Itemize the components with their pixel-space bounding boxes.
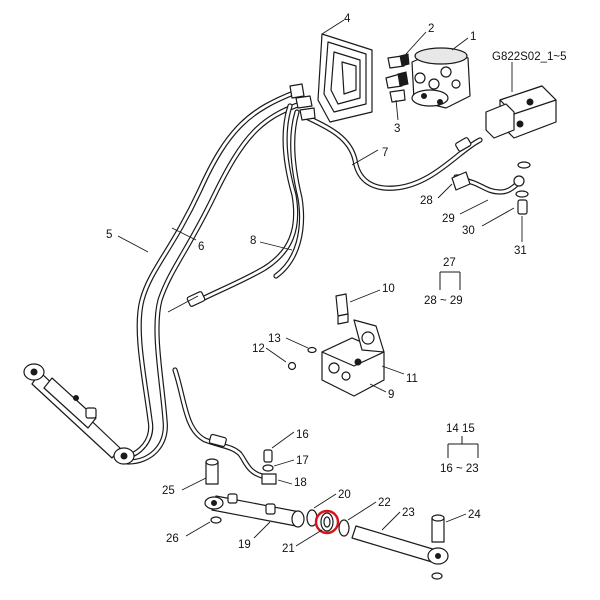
group-27-parent: 27 xyxy=(443,257,456,269)
hose-8[interactable] xyxy=(193,103,299,305)
part-4-mounting-plate[interactable] xyxy=(317,33,373,123)
callout-6: 6 xyxy=(198,241,204,253)
group-27-range: 28 ~ 29 xyxy=(424,295,463,307)
part-21-seal[interactable] xyxy=(320,512,334,532)
part-24-grease-fitting[interactable] xyxy=(431,514,445,543)
part-23-piston-rod[interactable] xyxy=(351,525,449,580)
part-28-adapter[interactable] xyxy=(451,171,471,191)
part-9-pump[interactable] xyxy=(321,337,385,397)
callout-22: 22 xyxy=(378,497,391,509)
part-12-plug[interactable] xyxy=(287,361,297,371)
part-26-washer[interactable] xyxy=(210,516,222,524)
part-16-bolt[interactable] xyxy=(263,449,273,463)
callout-21: 21 xyxy=(282,543,295,555)
part-19-cylinder-tube[interactable] xyxy=(204,493,305,528)
callout-30: 30 xyxy=(462,225,475,237)
hose-6[interactable] xyxy=(125,101,303,465)
callout-19: 19 xyxy=(238,539,251,551)
callout-10: 10 xyxy=(382,283,395,295)
tube-29[interactable] xyxy=(459,177,523,195)
callout-4: 4 xyxy=(344,13,351,25)
callout-7: 7 xyxy=(382,147,388,159)
part-11-pump-flange[interactable] xyxy=(353,319,385,353)
part-10-elbow-fitting[interactable] xyxy=(335,293,349,325)
part-22-seal[interactable] xyxy=(338,519,350,537)
group-27-bracket xyxy=(439,271,461,290)
callout-20: 20 xyxy=(338,489,351,501)
callout-17: 17 xyxy=(296,455,309,467)
callout-18: 18 xyxy=(294,477,307,489)
callout-29: 29 xyxy=(442,213,455,225)
group-14-15-bracket xyxy=(447,436,479,458)
part-2-fittings[interactable] xyxy=(387,53,410,69)
callout-26: 26 xyxy=(166,533,179,545)
valve-oring xyxy=(517,161,531,169)
callout-13: 13 xyxy=(268,333,281,345)
callout-16: 16 xyxy=(296,429,309,441)
callout-25: 25 xyxy=(162,485,175,497)
part-21-highlight-ring xyxy=(314,509,340,535)
hose-7[interactable] xyxy=(301,113,483,191)
hose-lower[interactable] xyxy=(172,367,265,479)
callout-23: 23 xyxy=(402,507,415,519)
part-30-washer[interactable] xyxy=(515,190,529,198)
part-18-banjo[interactable] xyxy=(261,473,277,485)
part-3-fittings[interactable] xyxy=(385,71,409,103)
callout-28: 28 xyxy=(420,195,433,207)
callout-3: 3 xyxy=(394,123,400,135)
plate-hose-connectors xyxy=(289,83,316,121)
callout-8: 8 xyxy=(250,235,256,247)
part-13-oring[interactable] xyxy=(307,346,317,354)
leader-lines xyxy=(117,19,523,547)
reference-label: G822S02_1~5 xyxy=(492,51,567,63)
part-31-bolt[interactable] xyxy=(517,199,528,215)
left-steering-cylinder[interactable] xyxy=(23,363,135,465)
callout-2: 2 xyxy=(428,23,434,35)
callout-12: 12 xyxy=(252,343,265,355)
group-14-15-range: 16 ~ 23 xyxy=(440,463,479,475)
callout-5: 5 xyxy=(106,229,112,241)
part-25-grease-fitting[interactable] xyxy=(205,458,219,485)
callout-31: 31 xyxy=(514,245,527,257)
callout-24: 24 xyxy=(468,509,481,521)
group-14-15-parent: 14 15 xyxy=(446,423,475,435)
callout-11: 11 xyxy=(406,373,418,385)
callout-9: 9 xyxy=(388,389,394,401)
part-1-steering-unit[interactable] xyxy=(411,47,471,109)
part-17-washer[interactable] xyxy=(262,464,274,472)
callout-1: 1 xyxy=(470,31,476,43)
hose-8b[interactable] xyxy=(273,109,305,279)
priority-valve[interactable] xyxy=(485,85,557,139)
hose-5[interactable] xyxy=(119,89,299,461)
